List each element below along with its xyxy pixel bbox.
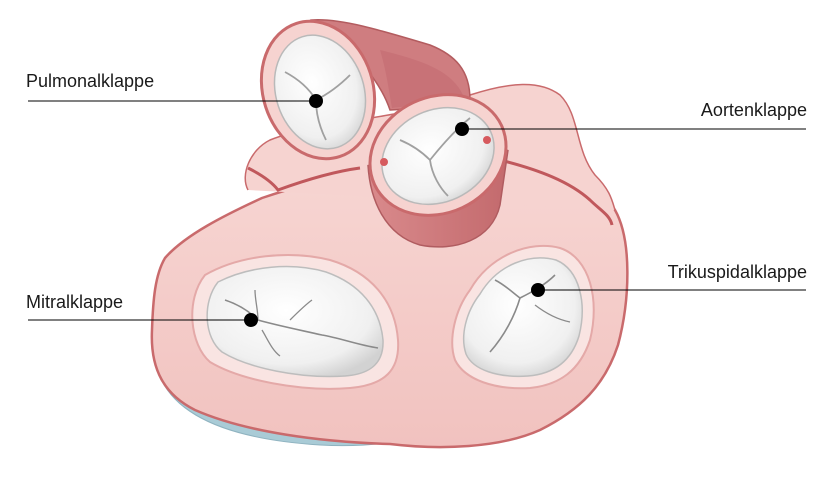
label-tricuspid-valve: Trikuspidalklappe <box>667 262 807 282</box>
marker-dot-tricuspid <box>531 283 545 297</box>
pulmonary-valve <box>259 19 377 161</box>
label-mitral-valve: Mitralklappe <box>26 292 124 312</box>
tricuspid-valve <box>451 244 595 390</box>
ridge-line-right <box>499 158 614 226</box>
marker-dot-pulmonary <box>309 94 323 108</box>
marker-dot-mitral <box>244 313 258 327</box>
ridge-line-left <box>247 166 361 192</box>
mitral-valve <box>191 254 400 390</box>
marker-dot-aortic <box>455 122 469 136</box>
label-pulmonary-valve: Pulmonalklappe <box>26 71 155 91</box>
label-aortic-valve: Aortenklappe <box>700 100 807 120</box>
